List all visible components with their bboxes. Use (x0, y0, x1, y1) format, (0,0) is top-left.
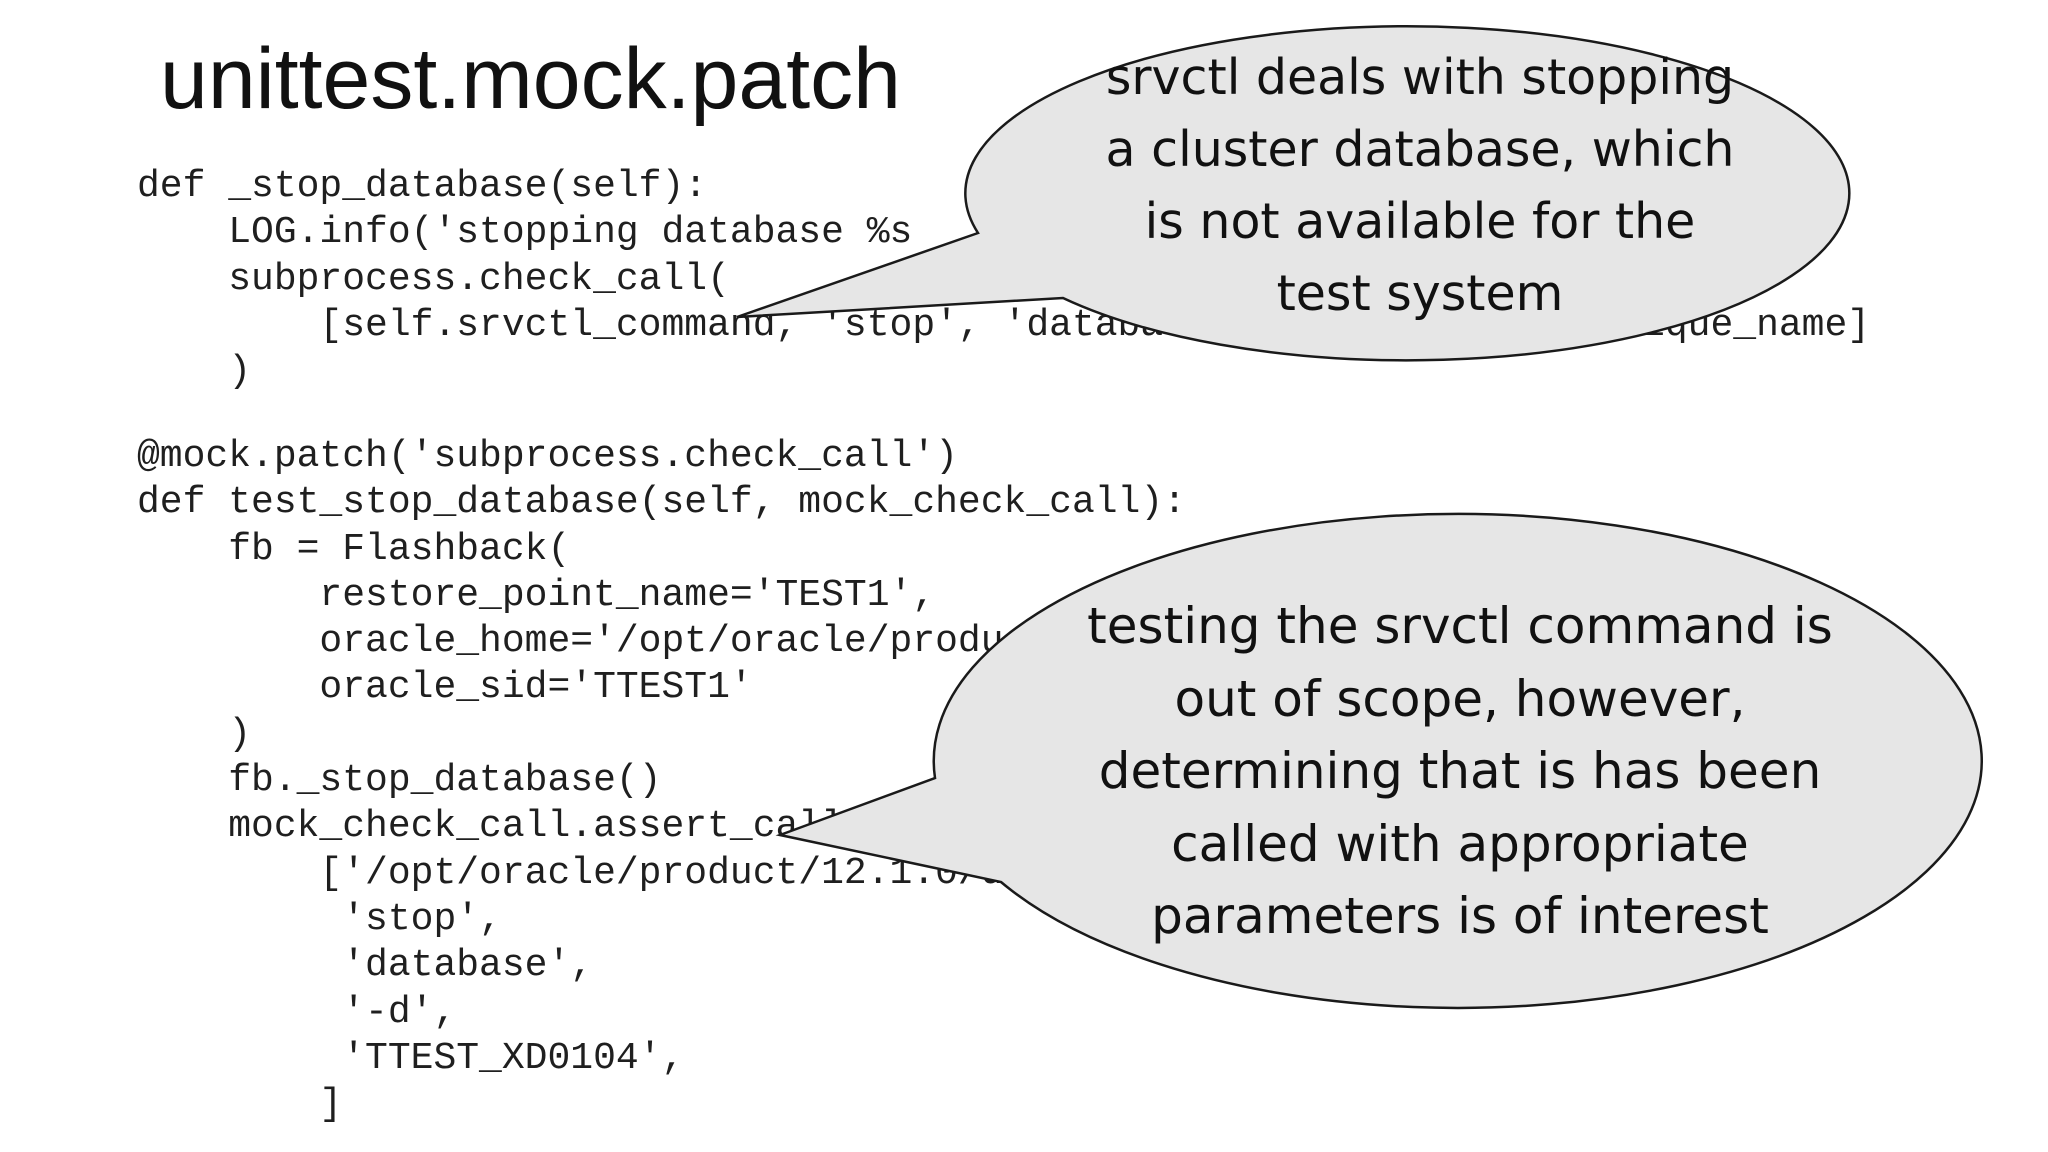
code-line: 'database', (137, 944, 594, 988)
code-line: 'stop', (137, 897, 502, 941)
code-block-stop-database: def _stop_database(self): LOG.info('stop… (137, 164, 1870, 395)
code-line: fb._stop_database() (137, 759, 662, 803)
callout-text-bottom: testing the srvctl command is out of sco… (1035, 590, 1885, 953)
callout-line: srvctl deals with stopping (1105, 49, 1735, 106)
code-line: oracle_sid='TTEST1' (137, 666, 753, 710)
callout-line: determining that is has been (1098, 742, 1822, 800)
code-line: subprocess.check_call( (137, 257, 730, 301)
code-line: def _stop_database(self): (137, 165, 708, 208)
code-line: 'TTEST_XD0104', (137, 1036, 685, 1080)
callout-bubble-bottom (775, 512, 1983, 1010)
code-line: LOG.info('stopping database %s (137, 211, 913, 255)
slide-title: unittest.mock.patch (160, 31, 901, 127)
code-line: ) (137, 712, 252, 756)
code-line: def test_stop_database(self, mock_check_… (137, 481, 1186, 525)
callout-bubble-top (736, 25, 1851, 362)
code-line: fb = Flashback( (137, 527, 571, 571)
code-line: @mock.patch('subprocess.check_call') (137, 435, 958, 478)
callout-line: test system (1276, 265, 1564, 322)
callout-line: parameters is of interest (1151, 887, 1769, 945)
callout-line: out of scope, however, (1174, 669, 1746, 728)
code-line: ] (137, 1083, 343, 1127)
code-line: ) (137, 350, 252, 394)
callout-line: called with appropriate (1171, 814, 1749, 873)
callout-line: testing the srvctl command is (1087, 597, 1833, 655)
code-line: restore_point_name='TEST1', (137, 573, 936, 617)
callout-line: a cluster database, which (1105, 121, 1735, 178)
callout-line: is not available for the (1144, 193, 1696, 250)
callout-text-top: srvctl deals with stopping a cluster dat… (1010, 42, 1830, 330)
code-line: '-d', (137, 990, 457, 1034)
